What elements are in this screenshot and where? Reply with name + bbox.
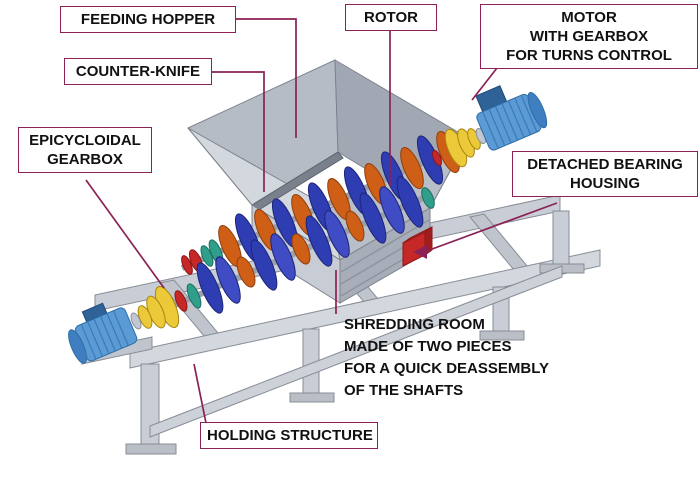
motor-right-part — [475, 85, 548, 151]
label-shredding-room-line2: MADE OF TWO PIECES — [344, 338, 512, 355]
leader-bearing — [423, 202, 558, 253]
leader-holding-structure — [193, 363, 207, 424]
label-epicycloidal-line1: EPICYCLOIDAL — [29, 132, 141, 149]
label-bearing-line1: DETACHED BEARING — [527, 156, 683, 173]
label-detached-bearing-housing: DETACHED BEARING HOUSING — [512, 151, 698, 197]
label-epicycloidal-line2: GEARBOX — [47, 151, 123, 168]
label-feeding-hopper-text: FEEDING HOPPER — [80, 11, 216, 28]
label-shredding-room-line1: SHREDDING ROOM — [344, 316, 485, 333]
leader-lines — [85, 18, 558, 424]
label-motor-gearbox-line3: FOR TURNS CONTROL — [506, 47, 672, 64]
label-holding-structure: HOLDING STRUCTURE — [200, 422, 378, 449]
leader-feeding-hopper — [235, 18, 297, 138]
leader-bearing-arrowhead — [413, 245, 427, 259]
label-motor-gearbox-line1: MOTOR — [561, 9, 617, 26]
label-feeding-hopper: FEEDING HOPPER — [60, 6, 236, 33]
label-holding-structure-text: HOLDING STRUCTURE — [207, 427, 373, 444]
label-epicycloidal-gearbox: EPICYCLOIDAL GEARBOX — [18, 127, 152, 173]
motor-left-part — [68, 302, 138, 364]
leader-epicycloidal — [85, 179, 165, 289]
label-counter-knife: COUNTER-KNIFE — [64, 58, 212, 85]
leader-counter-knife — [212, 71, 265, 192]
label-shredding-room-line4: OF THE SHAFTS — [344, 382, 464, 399]
epicycloidal-gearbox-part — [130, 283, 202, 330]
label-shredding-room-line3: FOR A QUICK DEASSEMBLY — [344, 360, 550, 377]
label-counter-knife-text: COUNTER-KNIFE — [75, 63, 201, 80]
label-shredding-room: SHREDDING ROOM MADE OF TWO PIECES FOR A … — [344, 314, 584, 402]
rotor-part — [138, 131, 460, 323]
label-motor-gearbox-line2: WITH GEARBOX — [529, 28, 649, 45]
label-rotor: ROTOR — [345, 4, 437, 31]
leader-motor — [471, 67, 498, 101]
label-motor-gearbox: MOTOR WITH GEARBOX FOR TURNS CONTROL — [480, 4, 698, 69]
label-rotor-text: ROTOR — [364, 9, 418, 26]
label-bearing-line2: HOUSING — [569, 175, 640, 192]
